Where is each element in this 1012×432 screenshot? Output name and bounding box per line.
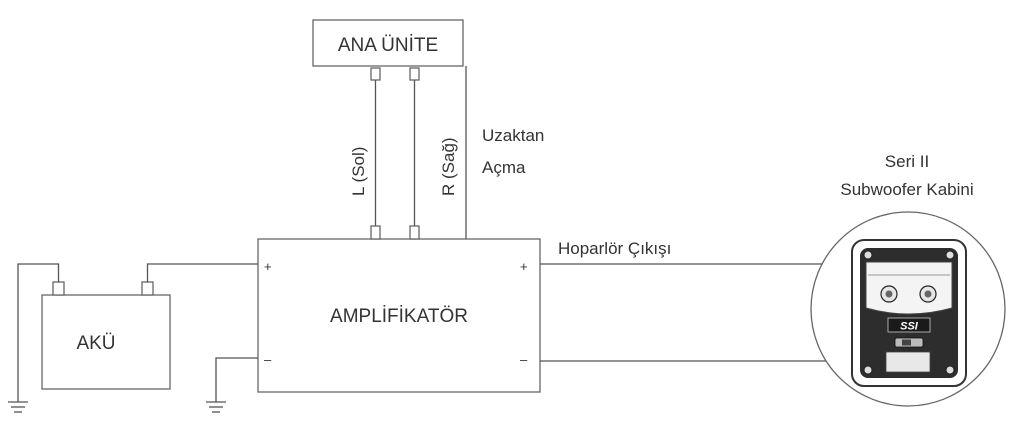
terminal-post-icon (880, 285, 898, 303)
amplifier-l-input (370, 225, 381, 240)
battery-ground-wire (17, 263, 60, 402)
battery-positive-terminal (141, 281, 154, 296)
battery-positive-wire (146, 263, 258, 282)
brand-logo: SSI (900, 321, 919, 333)
head-unit-box (312, 19, 464, 67)
battery-label: AKÜ (76, 333, 115, 354)
head-unit-label: ANA ÜNİTE (338, 35, 438, 56)
head-unit: ANA ÜNİTE (312, 19, 464, 81)
remote-label-line2: Açma (482, 158, 526, 177)
speaker-output-label: Hoparlör Çıkışı (558, 239, 671, 258)
amp-speaker-plus: + (520, 259, 528, 274)
cabinet-label-line2: Subwoofer Kabini (840, 180, 973, 199)
ground-symbol-icon (206, 401, 226, 413)
subwoofer-cabinet-icon: SSI (810, 211, 1006, 407)
right-channel-label: R (Sağ) (439, 137, 458, 196)
amp-power-minus: – (264, 352, 272, 367)
panel-screw (863, 365, 873, 375)
amp-power-plus: + (264, 259, 272, 274)
cabinet-label-line1: Seri II (885, 152, 929, 171)
remote-label-line1: Uzaktan (482, 126, 544, 145)
ground-symbol-icon (8, 401, 28, 413)
left-channel-label: L (Sol) (349, 147, 368, 196)
battery-box (41, 294, 171, 390)
amp-speaker-minus: – (520, 352, 528, 367)
amplifier-box (257, 238, 541, 393)
terminal-post-icon (919, 285, 937, 303)
panel-screw (945, 250, 955, 260)
battery: AKÜ (41, 281, 171, 390)
amplifier-r-input (409, 225, 420, 240)
amplifier-ground-wire (215, 357, 258, 402)
head-unit-l-terminal (370, 67, 381, 81)
panel-screw (945, 365, 955, 375)
amplifier-label: AMPLİFİKATÖR (330, 306, 468, 327)
battery-negative-terminal (52, 281, 65, 296)
terminal-cup (865, 261, 953, 315)
amplifier: AMPLİFİKATÖR + – + – (257, 225, 541, 393)
panel-label-plate (885, 351, 931, 373)
head-unit-r-terminal (409, 67, 420, 81)
brand-badge (887, 317, 931, 333)
panel-screw (863, 250, 873, 260)
